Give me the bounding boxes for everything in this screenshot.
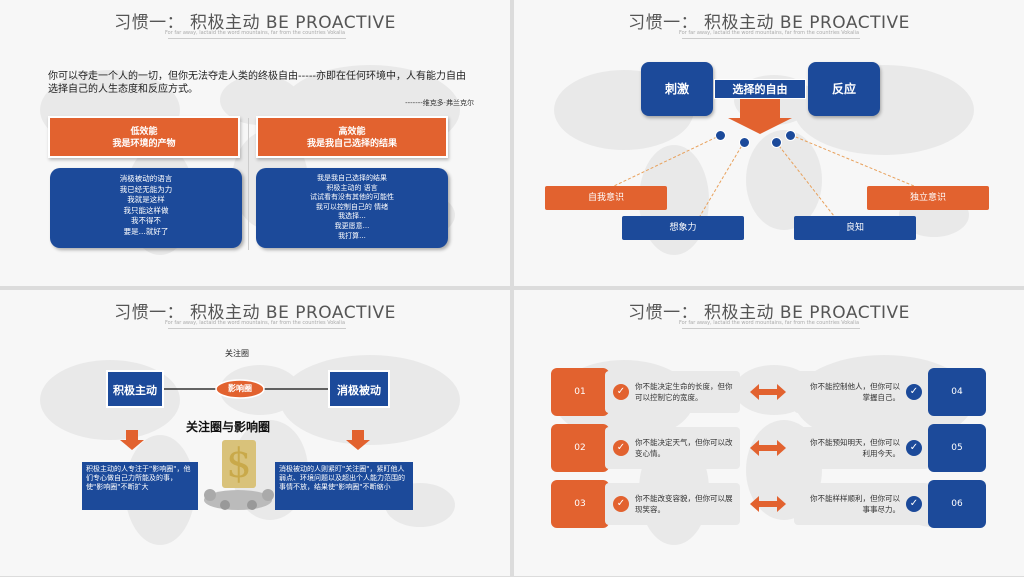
list-item: 我就是这样 xyxy=(127,195,165,204)
freedom-of-choice-box: 选择的自由 xyxy=(714,79,806,99)
slide-subtitle: For far away, lactaid the word mountains… xyxy=(164,30,346,36)
proactive-description: 积极主动的人专注于"影响圈"，他们专心做自己力所能及的事，使"影响圈"不断扩大 xyxy=(82,462,198,510)
slide-title: 习惯一： 积极主动 BE PROACTIVE xyxy=(114,303,396,323)
money-icon: $ xyxy=(204,440,274,510)
slide-title: 习惯一： 积极主动 BE PROACTIVE xyxy=(114,13,396,33)
column-divider xyxy=(248,118,249,250)
slide-4[interactable]: 习惯一： 积极主动 BE PROACTIVE For far away, lac… xyxy=(514,290,1024,576)
card-text: 你不能决定生命的长度，但你可以控制它的宽度。 xyxy=(635,382,733,402)
list-item: 我更愿意... xyxy=(334,221,370,230)
number-box-03: 03 xyxy=(551,480,609,528)
stimulus-box: 刺激 xyxy=(641,62,713,116)
connector-lines xyxy=(613,99,915,217)
subtitle-underline xyxy=(682,328,860,329)
slide-title: 习惯一： 积极主动 BE PROACTIVE xyxy=(628,13,910,33)
proactive-box: 积极主动 xyxy=(106,370,164,408)
left-card-2: ✓ 你不能决定天气，但你可以改变心情。 xyxy=(605,427,740,469)
connector-dot xyxy=(771,137,782,148)
reactive-box: 消极被动 xyxy=(328,370,390,408)
list-item: 我已经无能为力 xyxy=(119,184,173,194)
subtitle-underline xyxy=(168,328,346,329)
list-item: 我不得不 xyxy=(131,216,161,225)
check-icon: ✓ xyxy=(906,440,922,456)
subtitle-underline xyxy=(682,38,860,39)
number-box-06: 06 xyxy=(928,480,986,528)
check-icon: ✓ xyxy=(906,496,922,512)
low-efficiency-list: 消极被动的语言 我已经无能为力 我就是这样 我只能这样做 我不得不 要是...就… xyxy=(50,168,242,248)
slide3-connectors: $ xyxy=(120,379,370,510)
card-text: 你不能预知明天，但你可以利用今天。 xyxy=(810,438,900,458)
card-text: 你不能决定天气，但你可以改变心情。 xyxy=(635,438,733,458)
right-card-1: 你不能控制他人，但你可以掌握自己。 ✓ xyxy=(794,371,929,413)
double-arrow-icon xyxy=(750,496,786,512)
connector-dot xyxy=(785,130,796,141)
connector-dot xyxy=(715,130,726,141)
list-item: 我打算... xyxy=(338,231,366,240)
check-icon: ✓ xyxy=(613,496,629,512)
independent-will-chip: 独立意识 xyxy=(867,186,989,210)
quote-text: 你可以夺走一个人的一切，但你无法夺走人类的终极自由-----亦即在任何环境中，人… xyxy=(48,71,467,95)
right-card-3: 你不能样样顺利，但你可以事事尽力。 ✓ xyxy=(794,483,929,525)
slide-subtitle: For far away, lactaid the word mountains… xyxy=(678,30,860,36)
number-box-04: 04 xyxy=(928,368,986,416)
list-item: 我可以控制自己的 情绪 xyxy=(315,202,389,211)
high-efficiency-header: 高效能 我是我自己选择的结果 xyxy=(256,116,448,158)
list-item: 我选择... xyxy=(338,212,366,221)
high-efficiency-list: 我是我自己选择的结果 积极主动的 语言 试试看有没有其他的可能性 我可以控制自己… xyxy=(256,168,448,248)
connector-dot xyxy=(739,137,750,148)
quote-author: -------维克多·弗兰克尔 xyxy=(405,99,474,107)
low-efficiency-subtitle: 我是环境的产物 xyxy=(112,139,176,149)
subtitle-underline xyxy=(168,38,346,39)
check-icon: ✓ xyxy=(613,440,629,456)
list-item: 试试看有没有其他的可能性 xyxy=(310,193,394,202)
slide-title: 习惯一： 积极主动 BE PROACTIVE xyxy=(628,303,910,323)
concern-circle-label: 关注圈 xyxy=(225,349,249,358)
influence-circle-label: 影响圈 xyxy=(228,384,252,393)
number-box-02: 02 xyxy=(551,424,609,472)
low-efficiency-title: 低效能 xyxy=(130,127,158,137)
card-text: 你不能控制他人，但你可以掌握自己。 xyxy=(810,382,900,402)
low-efficiency-header: 低效能 我是环境的产物 xyxy=(48,116,240,158)
slide-subtitle: For far away, lactaid the word mountains… xyxy=(678,320,860,326)
self-awareness-chip: 自我意识 xyxy=(545,186,667,210)
high-efficiency-title: 高效能 xyxy=(338,127,366,137)
left-card-3: ✓ 你不能改变容貌，但你可以展现笑容。 xyxy=(605,483,740,525)
list-item: 我是我自己选择的结果 xyxy=(317,174,387,182)
list-item: 积极主动的 语言 xyxy=(326,183,378,192)
check-icon: ✓ xyxy=(613,384,629,400)
list-item: 要是...就好了 xyxy=(123,226,169,236)
high-efficiency-subtitle: 我是我自己选择的结果 xyxy=(306,139,397,149)
slide-subtitle: For far away, lactaid the word mountains… xyxy=(164,320,346,326)
double-arrow-icon xyxy=(750,440,786,456)
right-card-2: 你不能预知明天，但你可以利用今天。 ✓ xyxy=(794,427,929,469)
list-item: 消极被动的语言 xyxy=(119,174,173,183)
slide-2[interactable]: 习惯一： 积极主动 BE PROACTIVE For far away, lac… xyxy=(514,0,1024,286)
card-text: 你不能改变容貌，但你可以展现笑容。 xyxy=(635,494,733,514)
number-box-05: 05 xyxy=(928,424,986,472)
list-item: 我只能这样做 xyxy=(123,205,169,215)
card-text: 你不能样样顺利，但你可以事事尽力。 xyxy=(810,494,900,514)
imagination-chip: 想象力 xyxy=(622,216,744,240)
check-icon: ✓ xyxy=(906,384,922,400)
slide-3[interactable]: 习惯一： 积极主动 BE PROACTIVE For far away, lac… xyxy=(0,290,510,576)
response-box: 反应 xyxy=(808,62,880,116)
slide-1[interactable]: 习惯一： 积极主动 BE PROACTIVE For far away, lac… xyxy=(0,0,510,286)
reactive-description: 消极被动的人则紧盯"关注圈"，紧盯他人弱点、环境问题以及超出个人能力范围的事情不… xyxy=(275,462,413,510)
svg-text:$: $ xyxy=(226,441,251,487)
number-box-01: 01 xyxy=(551,368,609,416)
concern-influence-heading: 关注圈与影响圈 xyxy=(186,420,271,434)
left-card-1: ✓ 你不能决定生命的长度，但你可以控制它的宽度。 xyxy=(605,371,740,413)
double-arrow-icon xyxy=(750,384,786,400)
conscience-chip: 良知 xyxy=(794,216,916,240)
